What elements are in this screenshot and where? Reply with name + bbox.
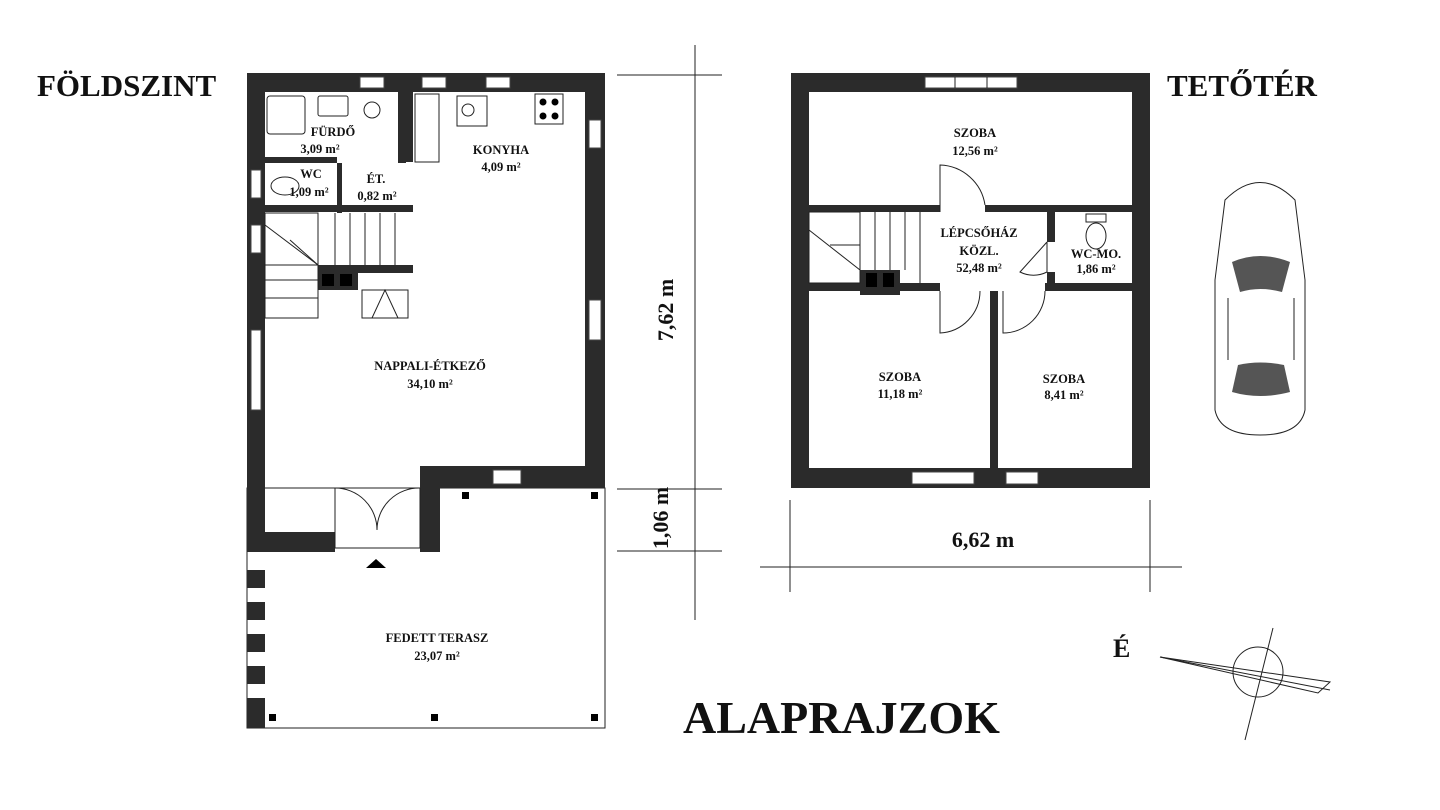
north-label: É — [1113, 634, 1130, 663]
entrance-door[interactable] — [334, 487, 421, 549]
room-et: ÉT. 0,82 m² — [357, 172, 396, 203]
svg-text:SZOBA: SZOBA — [879, 370, 921, 384]
room-furdo: FÜRDŐ 3,09 m² — [300, 124, 355, 156]
svg-text:WC-MO.: WC-MO. — [1071, 247, 1121, 261]
svg-text:3,09 m²: 3,09 m² — [300, 142, 339, 156]
attic-staircase-icon — [808, 211, 921, 284]
svg-text:SZOBA: SZOBA — [1043, 372, 1085, 386]
svg-text:WC: WC — [300, 167, 322, 181]
car-icon — [1214, 182, 1306, 436]
sink-icon — [317, 95, 349, 117]
attic-toilet-icon — [1085, 222, 1107, 250]
horizontal-dimension: 6,62 m — [760, 500, 1182, 592]
appliance-icon — [456, 95, 488, 127]
svg-text:4,09 m²: 4,09 m² — [481, 160, 520, 174]
room-konyha: KONYHA 4,09 m² — [473, 143, 529, 174]
fireplace-icon — [361, 288, 409, 319]
entrance-arrow-icon — [366, 559, 386, 568]
svg-text:8,41 m²: 8,41 m² — [1044, 388, 1083, 402]
stove-icon — [534, 93, 564, 125]
north-compass-icon: É — [1113, 627, 1332, 741]
svg-text:0,82 m²: 0,82 m² — [357, 189, 396, 203]
svg-text:KÖZL.: KÖZL. — [959, 244, 998, 258]
svg-text:23,07 m²: 23,07 m² — [414, 649, 460, 663]
washing-machine-icon — [363, 101, 381, 119]
svg-text:1,86 m²: 1,86 m² — [1076, 262, 1115, 276]
ground-floor-title: FÖLDSZINT — [37, 68, 216, 103]
svg-text:LÉPCSŐHÁZ: LÉPCSŐHÁZ — [940, 225, 1017, 240]
svg-text:34,10 m²: 34,10 m² — [407, 377, 453, 391]
svg-text:NAPPALI-ÉTKEZŐ: NAPPALI-ÉTKEZŐ — [374, 358, 486, 373]
room-wc: WC 1,09 m² — [289, 167, 328, 199]
vertical-dimension: 7,62 m 1,06 m — [617, 45, 722, 620]
ground-floor-plan: FÜRDŐ 3,09 m² KONYHA 4,09 m² WC 1,09 m² … — [246, 73, 606, 729]
room-szoba-top: SZOBA 12,56 m² — [952, 126, 998, 158]
depth-dimension-label: 7,62 m — [653, 279, 678, 341]
room-szoba-left: SZOBA 11,18 m² — [878, 370, 923, 401]
svg-text:1,09 m²: 1,09 m² — [289, 185, 328, 199]
terrace-depth-label: 1,06 m — [648, 487, 673, 549]
shower-icon — [266, 95, 306, 135]
door-szoba-right[interactable] — [1002, 290, 1046, 334]
svg-text:FÜRDŐ: FÜRDŐ — [311, 124, 356, 139]
main-title: ALAPRAJZOK — [683, 692, 1000, 743]
width-dimension-label: 6,62 m — [952, 527, 1014, 552]
attic-plan: SZOBA 12,56 m² LÉPCSŐHÁZ KÖZL. 52,48 m² … — [791, 73, 1150, 488]
door-wc-mo[interactable] — [1019, 241, 1048, 276]
svg-text:11,18 m²: 11,18 m² — [878, 387, 923, 401]
attic-title: TETŐTÉR — [1167, 68, 1317, 103]
svg-text:KONYHA: KONYHA — [473, 143, 529, 157]
kitchen-sink-icon — [414, 93, 440, 163]
room-szoba-right: SZOBA 8,41 m² — [1043, 372, 1085, 402]
svg-text:FEDETT TERASZ: FEDETT TERASZ — [386, 631, 489, 645]
room-lepcsohaz: LÉPCSŐHÁZ KÖZL. 52,48 m² — [940, 225, 1017, 275]
svg-text:12,56 m²: 12,56 m² — [952, 144, 998, 158]
staircase-icon — [264, 212, 396, 319]
room-nappali-etkezo: NAPPALI-ÉTKEZŐ 34,10 m² — [374, 358, 486, 391]
toilet-icon — [270, 176, 300, 196]
room-fedett-terasz: FEDETT TERASZ 23,07 m² — [386, 631, 489, 663]
svg-text:ÉT.: ÉT. — [367, 172, 386, 186]
svg-text:52,48 m²: 52,48 m² — [956, 261, 1002, 275]
room-wc-mo: WC-MO. 1,86 m² — [1071, 247, 1121, 276]
door-szoba-top[interactable] — [939, 164, 986, 212]
svg-text:SZOBA: SZOBA — [954, 126, 996, 140]
door-szoba-left[interactable] — [939, 290, 981, 334]
